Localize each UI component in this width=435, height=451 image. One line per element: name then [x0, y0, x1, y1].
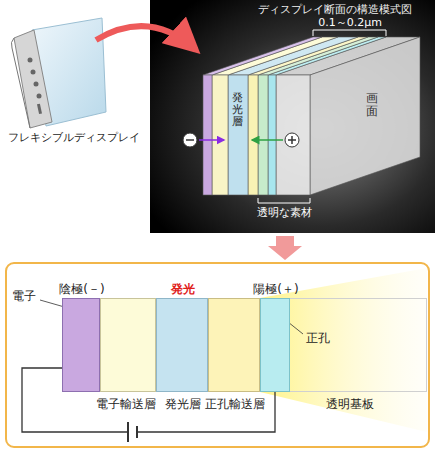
dimension-label-wrap: 0.1～0.2μm [318, 15, 382, 30]
emission-band: 発光発光層 [156, 298, 208, 392]
layer-name: 発光層 [165, 396, 201, 413]
panel-title: ディスプレイ断面の構造模式図 [258, 2, 412, 17]
hole-transport-band: 正孔輸送層 [208, 298, 260, 392]
part-label: 正孔 [306, 330, 330, 347]
layer-label-wrap: 発光層 [232, 92, 243, 128]
layer-name: 発光 [171, 281, 195, 298]
layer-name: 陰極(－) [59, 281, 104, 298]
layer-name: 陽極(＋) [253, 281, 298, 298]
flexible-display [11, 18, 106, 128]
part-label-wrap: 正孔 [306, 330, 330, 347]
layer-stack [203, 37, 420, 195]
layer-name-wrap: 発光 [171, 281, 195, 298]
layer-name-wrap: 正孔輸送層 [205, 396, 265, 413]
layer-label: 発光層 [232, 92, 243, 128]
part-label: 電子 [12, 288, 36, 305]
layer-name-wrap: 陰極(－) [59, 281, 104, 298]
layer-name: 正孔輸送層 [205, 396, 265, 413]
dark-panel [150, 0, 435, 233]
layer-name: 電子輸送層 [96, 396, 156, 413]
material-label-wrap: 透明な素材 [257, 205, 312, 220]
caption-label: フレキシブルディスプレイ [8, 131, 140, 145]
anode-band: 陽極(＋) [260, 298, 290, 392]
dimension-label: 0.1～0.2μm [318, 15, 382, 30]
caption-label-wrap: フレキシブルディスプレイ [8, 131, 140, 145]
layer-name: 透明基板 [326, 396, 374, 413]
electron-transport-band: 電子輸送層 [100, 298, 156, 392]
dimension-bracket [313, 30, 386, 36]
down-arrow [268, 236, 302, 260]
layer-name-wrap: 発光層 [165, 396, 201, 413]
layer-name-wrap: 電子輸送層 [96, 396, 156, 413]
charge-symbols [183, 133, 299, 147]
layer-name-wrap: 陽極(＋) [253, 281, 298, 298]
material-bracket [258, 198, 310, 203]
screen-label: 画面 [366, 92, 378, 118]
panel-title-wrap: ディスプレイ断面の構造模式図 [258, 2, 412, 17]
cathode-band: 陰極(－) [62, 298, 100, 392]
layer-name-wrap: 透明基板 [326, 396, 374, 413]
zoom-arrow [96, 26, 196, 50]
detail-frame [6, 263, 429, 447]
material-label: 透明な素材 [257, 205, 312, 220]
screen-label-wrap: 画面 [366, 92, 378, 118]
part-label-wrap: 電子 [12, 288, 36, 305]
